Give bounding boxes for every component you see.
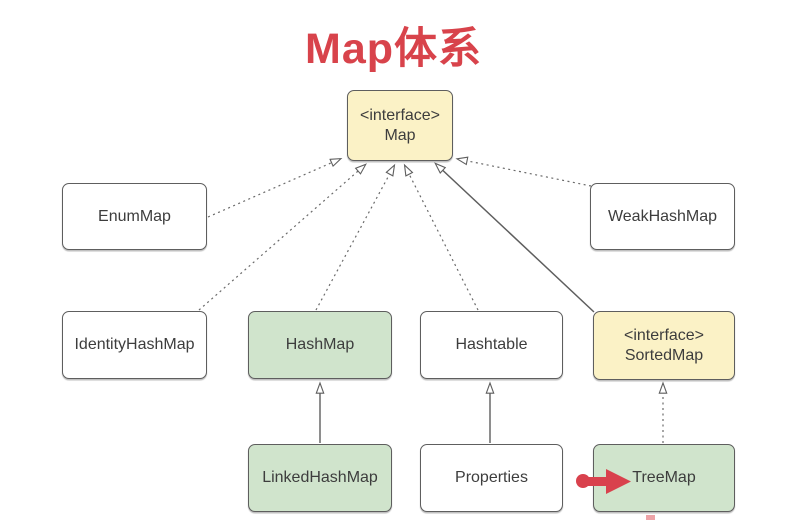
edge-hashmap-map — [315, 163, 396, 311]
node-enummap-label: EnumMap — [98, 207, 171, 225]
node-sortedmap-stereotype: <interface> — [623, 326, 705, 344]
edge-weakhashmap-map — [455, 156, 592, 187]
node-map: <interface> Map — [347, 90, 453, 161]
node-identityhashmap-label: IdentityHashMap — [74, 336, 195, 353]
diagram-title: Map体系 — [305, 25, 482, 73]
node-treemap: TreeMap — [593, 444, 735, 512]
node-hashmap-label: HashMap — [285, 336, 355, 353]
node-identityhashmap: IdentityHashMap — [62, 311, 207, 379]
node-properties-label: Properties — [455, 469, 528, 486]
node-linkedhashmap-label: LinkedHashMap — [262, 469, 378, 486]
edge-identityhashmap-map — [198, 163, 367, 311]
node-sortedmap: <interface> SortedMap — [593, 311, 735, 380]
node-enummap: EnumMap — [62, 183, 207, 250]
node-hashtable: Hashtable — [420, 311, 563, 379]
node-weakhashmap-label: WeakHashMap — [607, 207, 718, 225]
node-treemap-label: TreeMap — [632, 469, 696, 486]
node-map-label: Map — [384, 126, 416, 144]
node-weakhashmap: WeakHashMap — [590, 183, 735, 250]
edge-hashtable-map — [403, 163, 479, 311]
node-map-stereotype: <interface> — [359, 106, 441, 124]
node-hashtable-label: Hashtable — [455, 336, 528, 353]
node-hashmap: HashMap — [248, 311, 392, 379]
node-sortedmap-label: SortedMap — [624, 346, 704, 364]
edge-sortedmap-map — [434, 162, 595, 313]
edge-enummap-map — [207, 157, 343, 218]
bottom-red-artifact — [646, 515, 655, 520]
node-linkedhashmap: LinkedHashMap — [248, 444, 392, 512]
node-properties: Properties — [420, 444, 563, 512]
